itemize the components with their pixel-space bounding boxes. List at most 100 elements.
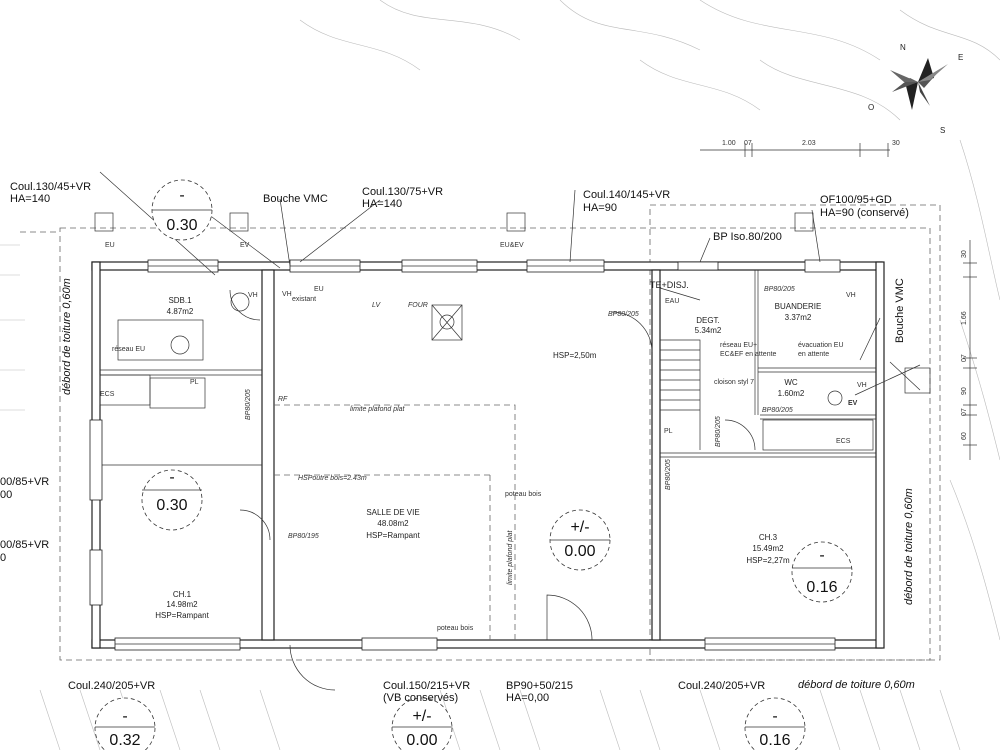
level-sign: - <box>122 708 127 725</box>
label-bp80-205: BP80/205 <box>762 407 793 414</box>
annotation-bouche-vmc-right: Bouche VMC <box>894 278 906 343</box>
level-sign: - <box>169 469 174 486</box>
compass-s: S <box>940 126 945 135</box>
annotation-bp-entry-1: BP90+50/215 <box>506 680 573 692</box>
level-sign: +/- <box>570 519 589 536</box>
room-area: 4.87m2 <box>167 307 194 316</box>
dim-right-5: 07 <box>961 408 968 416</box>
annotation-debord-left: débord de toiture 0,60m <box>61 278 73 395</box>
annotation-coul-salle-1: Coul.150/215+VR <box>383 680 470 692</box>
room-area: 15.49m2 <box>752 544 784 553</box>
room-ch3: CH.3 15.49m2 HSP=2,27m <box>746 533 790 565</box>
level-marker-ch1: - 0.30 <box>141 469 203 531</box>
dim-right-2: 1.66 <box>961 311 968 325</box>
label-lv: LV <box>372 302 382 309</box>
level-value: 0.00 <box>564 543 595 560</box>
annotation-coul-cuisine-2: HA=140 <box>362 198 402 210</box>
walls <box>91 261 885 649</box>
annotation-te-disj: TE+DISJ. <box>650 280 689 290</box>
label-bp80-205: BP80/205 <box>665 459 672 490</box>
roof-overhang <box>20 204 941 661</box>
level-value: 0.30 <box>166 217 197 234</box>
level-value: 0.32 <box>109 732 140 749</box>
annotation-coul-sejour-2: HA=90 <box>583 202 617 214</box>
level-marker-salle: +/- 0.00 <box>549 509 611 571</box>
label-eu-ev: EU&EV <box>500 242 524 249</box>
room-name: DEGT. <box>696 316 720 325</box>
room-ch1: CH.1 14.98m2 HSP=Rampant <box>155 590 209 620</box>
room-sdb: SDB.1 4.87m2 <box>167 296 194 316</box>
level-marker-ext-right: - 0.16 <box>744 697 806 750</box>
label-poteau-bois: poteau bois <box>437 625 474 632</box>
label-reseau-eu-ec: réseau EU+ <box>720 342 757 349</box>
room-name: CH.3 <box>759 533 778 542</box>
label-rf: RF <box>278 396 288 403</box>
label-reseau-eu: réseau EU <box>112 346 145 353</box>
annotation-win-left-2a: 00/85+VR <box>0 539 49 551</box>
label-vh: VH <box>248 292 258 299</box>
dim-top-2: 07 <box>744 140 752 147</box>
dim-top-1: 1.00 <box>722 140 736 147</box>
label-eau: EAU <box>665 298 679 305</box>
level-sign: - <box>819 547 824 564</box>
room-area: 3.37m2 <box>785 313 812 322</box>
annotation-win-left-2b: 0 <box>0 552 6 564</box>
compass-e: E <box>958 53 963 62</box>
annotation-of-buanderie-2: HA=90 (conservé) <box>820 207 909 219</box>
label-bp80-205: BP80/205 <box>715 416 722 447</box>
label-reseau-eu-ec: EC&EF en attente <box>720 351 777 358</box>
compass-rose: N E S O <box>868 43 963 135</box>
annotation-bp-iso: BP Iso.80/200 <box>713 231 782 243</box>
room-area: 5.34m2 <box>695 326 722 335</box>
room-buanderie: BUANDERIE 3.37m2 <box>775 302 822 322</box>
room-hsp: HSP=Rampant <box>366 531 420 540</box>
room-name: BUANDERIE <box>775 302 822 311</box>
level-value: 0.30 <box>156 497 187 514</box>
level-value: 0.16 <box>806 579 837 596</box>
level-sign: - <box>772 708 777 725</box>
label-hsp-250: HSP=2,50m <box>553 351 597 360</box>
annotation-coul-sdb-2: HA=140 <box>10 193 50 205</box>
windows <box>89 259 841 651</box>
label-limite-plafond: limite plafond plat <box>350 406 406 413</box>
label-evac-eu: évacuation EU <box>798 342 844 349</box>
annotation-debord-bottom: débord de toiture 0,60m <box>798 679 915 691</box>
dim-right-1: 30 <box>961 250 968 258</box>
label-four: FOUR <box>408 302 428 309</box>
compass-o: O <box>868 103 874 112</box>
room-degt: DEGT. 5.34m2 <box>695 316 722 335</box>
annotation-coul-salle-2: (VB conservés) <box>383 692 458 704</box>
level-sign: - <box>179 187 184 204</box>
annotation-win-left-1b: 00 <box>0 489 12 501</box>
dimension-right: 30 1.66 07 90 07 60 <box>961 240 977 460</box>
label-eu: EU <box>105 242 115 249</box>
level-marker-ext-mid: +/- 0.00 <box>391 697 453 750</box>
annotation-debord-right: débord de toiture 0,60m <box>903 488 915 605</box>
annotation-coul-cuisine-1: Coul.130/75+VR <box>362 186 443 198</box>
room-name: CH.1 <box>173 590 192 599</box>
dim-top-3: 2.03 <box>802 140 816 147</box>
level-value: 0.16 <box>759 732 790 749</box>
dim-top-4: 30 <box>892 140 900 147</box>
label-bp80-205: BP80/205 <box>608 311 639 318</box>
label-pl: PL <box>190 379 199 386</box>
room-area: 14.98m2 <box>166 600 198 609</box>
label-vh: VH <box>857 382 867 389</box>
label-bp80-205: BP80/205 <box>764 286 795 293</box>
annotation-coul-ch3: Coul.240/205+VR <box>678 680 765 692</box>
room-name: SDB.1 <box>168 296 192 305</box>
level-marker-sdb: - 0.30 <box>151 179 213 241</box>
label-bp80-205: BP80/205 <box>245 389 252 420</box>
room-area: 1.60m2 <box>778 389 805 398</box>
label-limite-plafond: limite plafond plat <box>507 529 514 585</box>
room-area: 48.08m2 <box>377 519 409 528</box>
label-existant: existant <box>292 296 316 303</box>
label-evac-eu: en attente <box>798 351 829 358</box>
dim-right-3: 07 <box>961 354 968 362</box>
label-cloison: cloison styl 7 <box>714 379 754 386</box>
technical-labels: EU EV EU&EV EU existant VH VH VH VH LV F… <box>100 242 867 632</box>
level-sign: +/- <box>412 708 431 725</box>
level-marker-ext-left: - 0.32 <box>94 697 156 750</box>
label-pl: PL <box>664 428 673 435</box>
